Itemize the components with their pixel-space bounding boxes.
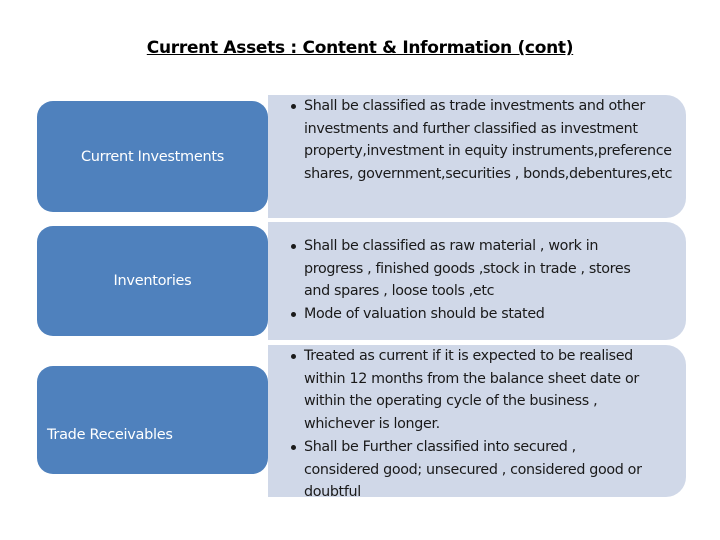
- bullet-item: Mode of valuation should be stated: [291, 303, 676, 326]
- bullet-item: Shall be classified as raw material , wo…: [291, 235, 649, 303]
- current-investments-details: Shall be classified as trade investments…: [268, 95, 686, 218]
- bullet-item: Shall be Further classified into secured…: [291, 436, 649, 504]
- bullet-item: Shall be classified as trade investments…: [291, 95, 676, 186]
- box-label: Inventories: [113, 273, 192, 289]
- trade-receivables-box: Trade Receivables: [37, 366, 268, 474]
- inventories-box: Inventories: [37, 226, 268, 336]
- inventories-details: Shall be classified as raw material , wo…: [268, 222, 686, 340]
- current-investments-box: Current Investments: [37, 101, 268, 212]
- box-label: Current Investments: [80, 148, 225, 165]
- box-label: Trade Receivables: [47, 427, 173, 443]
- slide-title: Current Assets : Content & Information (…: [146, 38, 574, 58]
- bullet-item: Treated as current if it is expected to …: [291, 345, 664, 436]
- trade-receivables-details: Treated as current if it is expected to …: [268, 345, 686, 500]
